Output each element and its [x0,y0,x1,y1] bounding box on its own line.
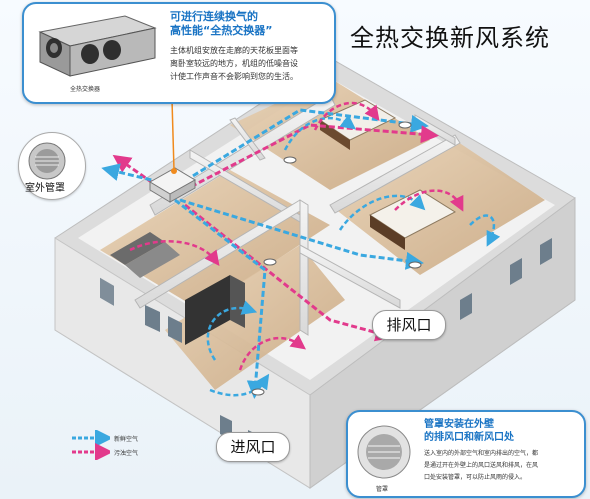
device-caption: 全热交换器 [70,86,101,93]
airflow-loops [129,101,501,397]
hood-icon [357,425,411,479]
outdoor-hood-icon [28,142,66,180]
diagram-title: 全热交换新风系统 [350,24,550,52]
heat-exchanger-callout: 全热交换器 可进行连续换气的 高性能“全热交换器” 主体机组安放在走廊的天花板里… [22,2,336,104]
callout-body-line1: 主体机组安放在走廊的天花板里面等 [170,46,298,55]
hood-callout-heading-line2: 的排风口和新风口处 [424,432,514,443]
intake-vent-label: 进风口 [216,432,290,462]
ceiling-vents [251,121,422,396]
callout-body-line2: 离卧室较远的地方，机组的低噪音设 [170,59,298,68]
hood-callout-body-line2: 是通过开在外壁上的风口送风和排风，在风 [424,462,539,469]
legend: 新鲜空气 污浊空气 [70,430,160,460]
hood-install-callout: 管罩 管罩安装在外壁 的排风口和新风口处 送入室内的外部空气和室内排出的空气，都… [346,410,586,498]
heat-exchanger-device-image [38,15,157,77]
windows [100,238,552,455]
hood-callout-body-line3: 口处安装管罩，可以防止风雨的侵入。 [424,474,527,481]
exhaust-vent [408,261,422,269]
legend-swatches [72,430,110,460]
intake-vent [251,388,265,396]
callout-heading-line1: 可进行连续换气的 [170,10,258,23]
legend-dirty-air-label: 污浊空气 [114,450,139,457]
callout-leader-line [171,99,175,171]
exhaust-vent-label: 排风口 [372,310,446,340]
outdoor-hood-callout: 室外管罩 [18,132,86,200]
callout-heading-line2: 高性能“全热交换器” [170,24,273,37]
callout-body-line3: 计使工作声音不会影响到您的生活。 [170,72,298,81]
legend-fresh-air-label: 新鲜空气 [114,436,139,443]
outdoor-hood-label: 室外管罩 [25,183,65,194]
air-ducts [101,108,439,399]
heat-exchanger-unit [149,167,196,203]
hood-callout-heading-line1: 管罩安装在外壁 [424,419,494,430]
hood-callout-body-line1: 送入室内的外部空气和室内排出的空气，都 [424,450,539,457]
hood-icon-caption: 管罩 [376,486,389,493]
